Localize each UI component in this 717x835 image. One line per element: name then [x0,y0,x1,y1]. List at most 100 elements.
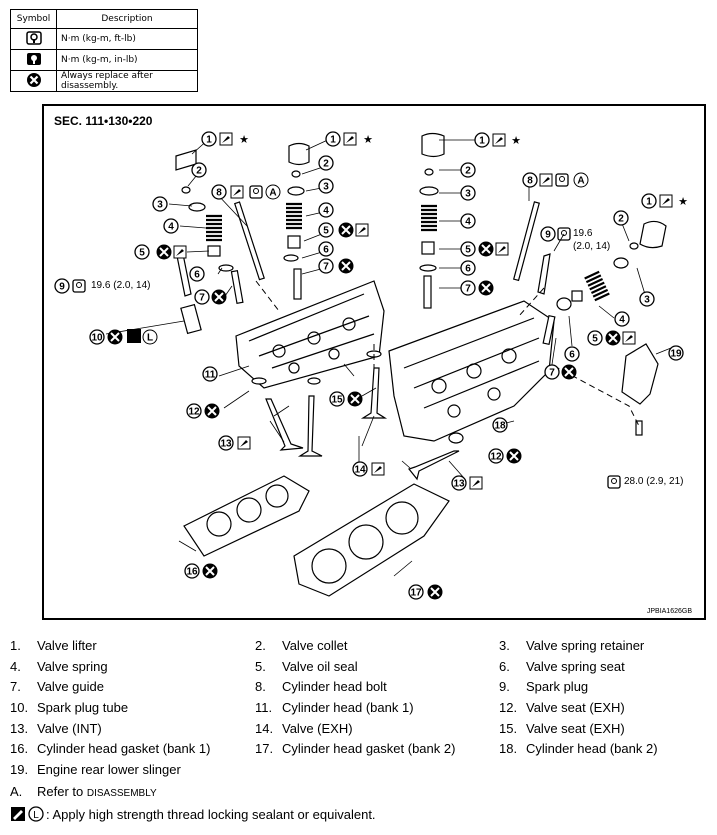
ref-a-2: A [577,176,584,187]
part-number: 19. [10,762,29,778]
callout-7b: 7 [323,262,329,273]
ref-l: L [147,333,153,344]
callout-4d: 4 [619,315,625,326]
part-number: 15. [499,720,518,736]
callout-8: 8 [216,188,222,199]
replace-icon [10,70,57,92]
callout-1b: 1 [330,135,336,146]
part-name: Engine rear lower slinger [37,762,181,778]
parts-row: 10.Spark plug tube 11.Cylinder head (ban… [10,700,710,721]
part-name: Valve lifter [37,638,97,653]
svg-text:L: L [33,810,39,821]
part-number: 11. [255,700,273,716]
part-number: 17. [255,741,274,757]
callout-4c: 4 [465,217,471,228]
callout-14: 14 [354,465,366,476]
figure-code: JPBIA1626GB [646,608,692,615]
diagram-drawing: 1 2 3 4 5 6 7 8 9 10 11 12 13 14 15 16 1… [54,131,688,601]
part-number: 2. [255,638,266,653]
section-reference: SEC. 111•130•220 [54,114,153,128]
part-number: 8. [255,679,266,695]
sealant-icon [127,329,141,343]
torque-spark-plug-right-2: (2.0, 14) [573,241,611,252]
part-name: Valve spring seat [526,658,625,674]
part-number: 7. [10,679,21,695]
callout-2b: 2 [323,159,329,170]
cylinder-head-bank2 [388,300,555,442]
reference-note: A.Refer to DISASSEMBLY [10,784,157,799]
callout-3: 3 [157,200,163,211]
part-name: Valve spring retainer [526,638,645,653]
torque-slinger-bolt: 28.0 (2.9, 21) [624,476,684,487]
part-name: Valve seat (EXH) [526,720,625,736]
part-number: 16. [10,741,29,757]
callout-numbers: 1 2 3 4 5 6 7 8 9 10 11 12 13 14 15 16 1… [54,131,684,600]
part-number: 1. [10,638,21,653]
ref-link[interactable]: DISASSEMBLY [86,788,157,799]
callout-19: 19 [670,349,682,360]
callout-15: 15 [331,395,343,406]
parts-row: 19. Engine rear lower slinger [10,762,710,783]
callout-3d: 3 [644,295,650,306]
callout-2d: 2 [618,214,624,225]
torque-wrench-icon [10,28,57,50]
legend-row-2-text: N·m (kg-m, in-lb) [56,49,198,71]
star-2: ★ [363,134,373,146]
ref-letters: A A L [142,172,589,345]
parts-row: 4.Valve spring 5.Valve oil seal 6.Valve … [10,659,710,680]
callout-2c: 2 [465,166,471,177]
part-name: Valve oil seal [282,658,358,674]
gasket-bank1 [183,475,310,557]
part-number: 5. [255,658,266,674]
legend-row-3-text: Always replace after disassembly. [56,70,198,92]
symbol-legend-table: Symbol Description N·m (kg-m, ft-lb) N·m… [10,9,198,92]
parts-row: 16. Cylinder head gasket (bank 1) 17. Cyli… [10,741,710,762]
sealant-note-text: : Apply high strength thread locking sea… [46,806,376,822]
callout-6d: 6 [569,350,575,361]
middle-valve-parts [283,142,388,419]
part-number: 14. [255,720,274,736]
part-name: Cylinder head gasket (bank 1) [37,741,211,757]
part-number: 12. [499,700,518,716]
legend-header-description: Description [56,9,198,29]
part-number: 3. [499,638,510,653]
part-number: 4. [10,658,21,674]
part-number: 9. [499,679,510,695]
ref-letter: A. [10,784,23,799]
part-name: Valve seat (EXH) [526,700,625,716]
callout-2: 2 [196,166,202,177]
callout-5c: 5 [465,245,471,256]
callout-3c: 3 [465,189,471,200]
right-valve-parts [407,132,667,481]
callout-12: 12 [188,407,200,418]
callout-16: 16 [186,567,198,578]
torque-spark-plug-left: 19.6 (2.0, 14) [91,280,151,291]
callout-7: 7 [199,293,205,304]
torque-spark-plug-right-1: 19.6 [573,228,593,239]
callout-13: 13 [220,439,232,450]
parts-row: 13.Valve (INT) 14.Valve (EXH) 15.Valve s… [10,721,710,742]
star-marks: ★ ★ ★ ★ [239,134,688,208]
callout-1: 1 [206,135,212,146]
star-3: ★ [511,135,521,147]
left-valve-parts [175,149,323,457]
star-1: ★ [239,134,249,146]
callout-7c: 7 [465,284,471,295]
parts-list: 1. Valve lifter 2. Valve collet 3. Valve sp… [10,638,710,783]
part-name: Valve collet [282,638,348,653]
part-name: Cylinder head bolt [282,679,387,695]
callout-5b: 5 [323,226,329,237]
torque-wrench-small-icon [10,49,57,71]
callout-3b: 3 [323,182,329,193]
callout-17: 17 [410,588,422,599]
callout-8c: 8 [527,176,533,187]
callout-4b: 4 [323,206,329,217]
part-name: Spark plug tube [37,700,129,716]
part-name: Cylinder head (bank 2) [526,741,658,757]
callout-11: 11 [205,370,216,381]
callout-9: 9 [59,282,65,293]
locking-l-icon: L [28,806,44,822]
callout-10: 10 [91,333,103,344]
callout-18: 18 [494,421,506,432]
callout-1c: 1 [479,136,485,147]
